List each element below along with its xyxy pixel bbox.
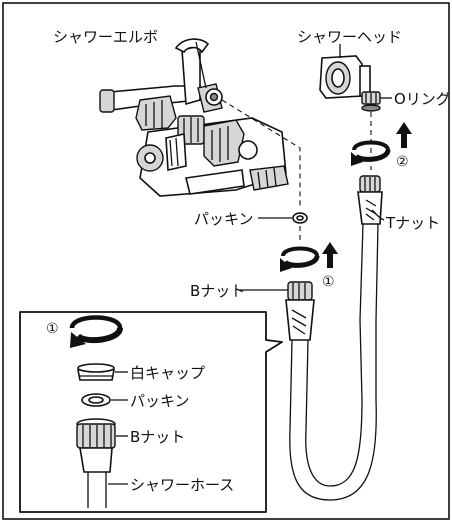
packing-detail-part — [81, 393, 111, 407]
leader-shower-elbow — [195, 41, 207, 89]
label-b-nut-top: Bナット — [190, 282, 245, 300]
label-b-nut-detail: Bナット — [130, 428, 185, 446]
label-t-nut: Tナット — [385, 214, 440, 232]
label-shower-hose: シャワーホース — [130, 476, 234, 494]
leader-t-nut — [371, 209, 385, 221]
shower-head-illustration — [319, 55, 381, 112]
label-shower-elbow: シャワーエルボ — [53, 28, 158, 46]
label-shower-head: シャワーヘッド — [297, 28, 402, 46]
up-arrow-icon — [396, 122, 412, 148]
step-marker-1-detail: ① — [46, 321, 59, 337]
label-packing-detail: パッキン — [130, 392, 190, 410]
faucet-illustration — [99, 38, 289, 197]
b-nut-and-hose-middle — [285, 281, 377, 501]
shower-hose-right — [357, 175, 383, 321]
guide-line-elbow — [221, 99, 301, 208]
label-white-cap: 白キャップ — [130, 364, 205, 382]
rotate-clockwise-arrow-icon — [351, 140, 391, 166]
b-nut-detail-part — [76, 418, 116, 508]
step-marker-1: ① — [322, 274, 335, 290]
rotate-clockwise-arrow-icon — [280, 246, 320, 272]
step-marker-2: ② — [396, 154, 409, 170]
label-packing-top: パッキン — [194, 210, 254, 228]
label-o-ring: Oリング — [394, 90, 451, 108]
white-cap-part — [77, 363, 115, 381]
up-arrow-icon — [322, 242, 338, 268]
rotate-clockwise-arrow-icon — [69, 315, 123, 348]
